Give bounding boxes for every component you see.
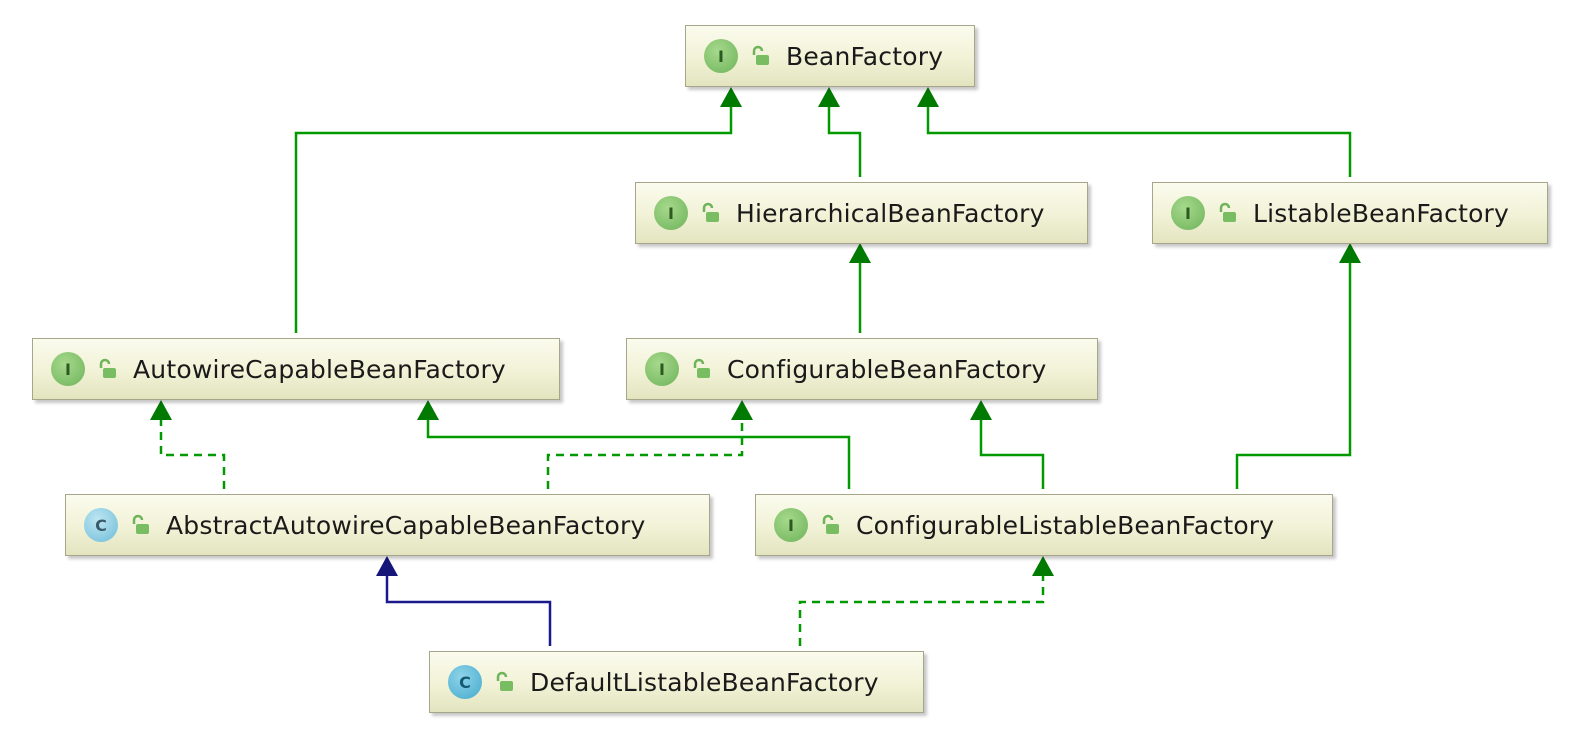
edge-lbf-to-bf xyxy=(917,87,1352,177)
node-label: DefaultListableBeanFactory xyxy=(530,667,879,697)
edge-line xyxy=(385,561,552,646)
open-lock-icon xyxy=(822,514,839,534)
interface-kind-icon: I xyxy=(51,352,85,386)
arrow-head-icon xyxy=(731,400,753,420)
edge-acbf-to-bf xyxy=(294,87,742,333)
edge-aacbf-to-cbf xyxy=(546,400,753,489)
open-lock-icon xyxy=(496,671,513,691)
arrow-head-icon xyxy=(417,400,439,420)
arrow-head-icon xyxy=(1339,243,1361,263)
edge-cbf-to-hbf xyxy=(849,243,871,333)
node-dlbf[interactable]: C DefaultListableBeanFactory xyxy=(429,651,924,713)
edge-line xyxy=(926,92,1352,177)
edge-line xyxy=(546,405,744,489)
node-label: ListableBeanFactory xyxy=(1253,198,1510,228)
node-bf[interactable]: I BeanFactory xyxy=(685,25,975,87)
arrow-head-icon xyxy=(1032,556,1054,576)
node-label: BeanFactory xyxy=(786,41,944,71)
node-lbf[interactable]: I ListableBeanFactory xyxy=(1152,182,1548,244)
node-label: HierarchicalBeanFactory xyxy=(736,198,1045,228)
arrow-head-icon xyxy=(376,556,398,576)
node-hbf[interactable]: I HierarchicalBeanFactory xyxy=(635,182,1088,244)
arrow-head-icon xyxy=(917,87,939,107)
node-clbf[interactable]: I ConfigurableListableBeanFactory xyxy=(755,494,1333,556)
node-acbf[interactable]: I AutowireCapableBeanFactory xyxy=(32,338,560,400)
arrow-head-icon xyxy=(970,400,992,420)
edge-line xyxy=(294,92,733,333)
node-label: AutowireCapableBeanFactory xyxy=(133,354,506,384)
open-lock-icon xyxy=(693,358,710,378)
interface-kind-icon: I xyxy=(1171,196,1205,230)
edge-clbf-to-cbf xyxy=(970,400,1045,489)
node-aacbf[interactable]: C AbstractAutowireCapableBeanFactory xyxy=(65,494,710,556)
arrow-head-icon xyxy=(150,400,172,420)
node-label: AbstractAutowireCapableBeanFactory xyxy=(166,510,646,540)
arrow-head-icon xyxy=(849,243,871,263)
edge-line xyxy=(159,405,226,489)
edge-hbf-to-bf xyxy=(818,87,862,177)
edge-dlbf-to-clbf xyxy=(798,556,1054,646)
node-cbf[interactable]: I ConfigurableBeanFactory xyxy=(626,338,1098,400)
edge-line xyxy=(827,92,862,177)
open-lock-icon xyxy=(1219,202,1236,222)
edge-line xyxy=(1235,248,1352,489)
edge-dlbf-to-aacbf xyxy=(376,556,552,646)
open-lock-icon xyxy=(132,514,149,534)
edge-line xyxy=(798,561,1045,646)
open-lock-icon xyxy=(99,358,116,378)
edge-clbf-to-lbf xyxy=(1235,243,1361,489)
edge-aacbf-to-acbf xyxy=(150,400,226,489)
open-lock-icon xyxy=(752,45,769,65)
abstract-kind-icon: C xyxy=(84,508,118,542)
interface-kind-icon: I xyxy=(654,196,688,230)
arrow-head-icon xyxy=(720,87,742,107)
interface-kind-icon: I xyxy=(645,352,679,386)
edge-line xyxy=(979,405,1045,489)
arrow-head-icon xyxy=(818,87,840,107)
interface-kind-icon: I xyxy=(704,39,738,73)
edge-clbf-to-acbf xyxy=(417,400,851,489)
interface-kind-icon: I xyxy=(774,508,808,542)
edge-line xyxy=(426,405,851,489)
node-label: ConfigurableBeanFactory xyxy=(727,354,1047,384)
open-lock-icon xyxy=(702,202,719,222)
node-label: ConfigurableListableBeanFactory xyxy=(856,510,1275,540)
class-kind-icon: C xyxy=(448,665,482,699)
